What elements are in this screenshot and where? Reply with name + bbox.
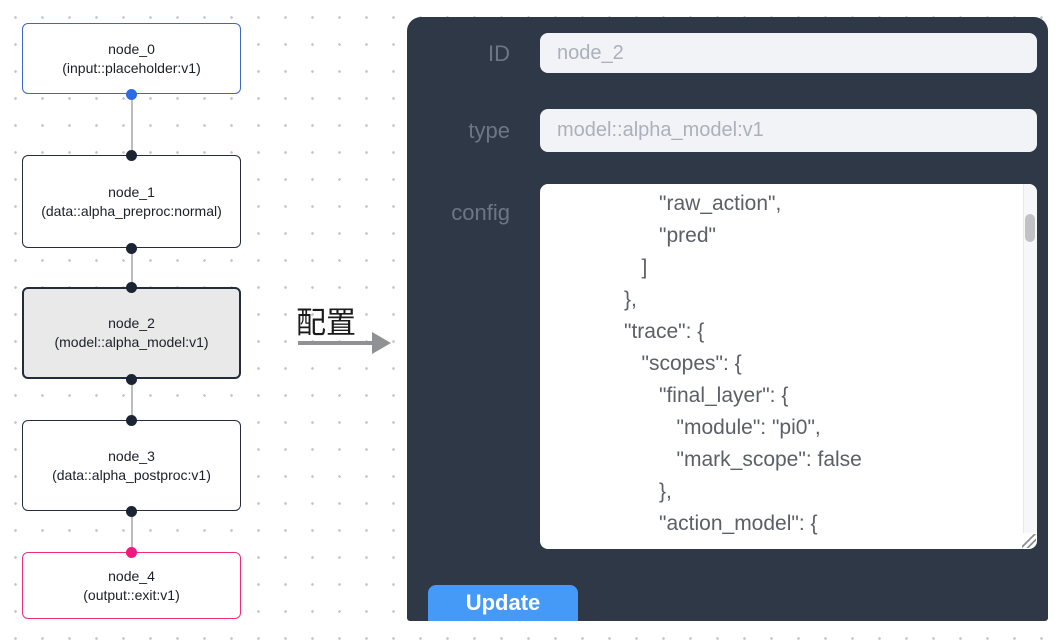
arrow-line <box>298 341 374 345</box>
node-type-label: (data::alpha_postproc:v1) <box>52 466 211 483</box>
config-textarea[interactable]: "raw_action", "pred" ] }, "trace": { "sc… <box>540 184 1037 549</box>
flow-node-node_4[interactable]: node_4 (output::exit:v1) <box>22 552 241 619</box>
config-scrollbar[interactable] <box>1023 184 1037 533</box>
type-label: type <box>468 118 510 143</box>
node-title: node_0 <box>108 40 155 57</box>
port-node2-input[interactable] <box>126 281 137 293</box>
node-type-label: (model::alpha_model:v1) <box>54 334 209 350</box>
edge-node0-node1[interactable] <box>130 94 133 155</box>
port-node1-input[interactable] <box>126 149 137 161</box>
node-title: node_4 <box>108 567 155 584</box>
edge-node2-node3[interactable] <box>130 379 133 420</box>
node-title: node_3 <box>108 447 155 464</box>
port-node4-input[interactable] <box>126 546 137 558</box>
config-scrollbar-thumb[interactable] <box>1025 214 1035 242</box>
flow-node-node_2[interactable]: node_2 (model::alpha_model:v1) <box>22 287 241 379</box>
config-label: config <box>451 200 510 225</box>
port-node0-output[interactable] <box>126 88 137 100</box>
edge-node1-node2[interactable] <box>130 248 133 287</box>
config-annotation-label: 配置 <box>296 307 356 340</box>
node-title: node_1 <box>108 183 155 200</box>
id-input[interactable] <box>540 33 1037 73</box>
node-type-label: (output::exit:v1) <box>83 586 180 603</box>
config-json-text: "raw_action", "pred" ] }, "trace": { "sc… <box>624 192 862 535</box>
edge-node3-node4[interactable] <box>130 511 133 552</box>
flow-node-node_3[interactable]: node_3 (data::alpha_postproc:v1) <box>22 420 241 511</box>
resize-handle-icon[interactable] <box>1022 534 1036 548</box>
node-type-label: (data::alpha_preproc:normal) <box>41 202 222 219</box>
node-title: node_2 <box>108 315 155 331</box>
type-input[interactable] <box>540 109 1037 152</box>
flow-node-node_1[interactable]: node_1 (data::alpha_preproc:normal) <box>22 155 241 248</box>
port-node2-output[interactable] <box>126 373 137 385</box>
flow-node-node_0[interactable]: node_0 (input::placeholder:v1) <box>22 23 241 94</box>
update-button[interactable]: Update <box>428 585 578 621</box>
port-node3-input[interactable] <box>126 414 137 426</box>
port-node3-output[interactable] <box>126 505 137 517</box>
id-label: ID <box>488 41 510 66</box>
arrow-head-icon <box>372 332 391 354</box>
port-node1-output[interactable] <box>126 242 137 254</box>
node-config-panel: ID type config "raw_action", "pred" ] },… <box>407 17 1048 621</box>
node-type-label: (input::placeholder:v1) <box>62 59 201 76</box>
